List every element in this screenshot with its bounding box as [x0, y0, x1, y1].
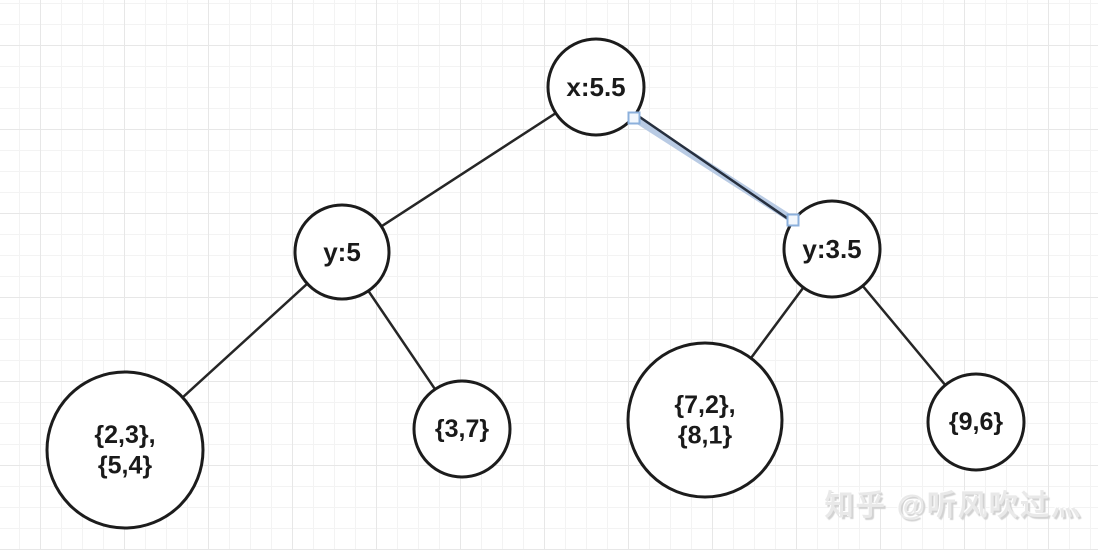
- node-label-leaf-96: {9,6}: [949, 408, 1003, 436]
- node-circle-y5: [293, 203, 391, 301]
- node-label-y5: y:5: [323, 237, 361, 267]
- tree-node-leaf-72-81[interactable]: {7,2},{8,1}: [626, 341, 784, 499]
- node-circle-leaf-96: [926, 372, 1026, 472]
- node-circle-leaf-37: [412, 379, 512, 479]
- tree-node-y5[interactable]: y:5: [293, 203, 391, 301]
- node-label-leaf-37: {3,7}: [435, 415, 489, 443]
- edge-endpoint-handle-root-y35-0[interactable]: [627, 111, 641, 125]
- node-label-leaf-23-54: {2,3},{5,4}: [94, 421, 155, 480]
- tree-node-y35[interactable]: y:3.5: [782, 199, 882, 299]
- tree-node-leaf-96[interactable]: {9,6}: [926, 372, 1026, 472]
- node-label-root: x:5.5: [566, 72, 625, 102]
- tree-node-leaf-23-54[interactable]: {2,3},{5,4}: [45, 370, 205, 530]
- node-circle-y35: [782, 199, 882, 299]
- node-label-leaf-72-81: {7,2},{8,1}: [674, 391, 735, 450]
- node-circle-root: [546, 37, 646, 137]
- watermark: 知乎 @听风吹过灬: [824, 490, 1082, 522]
- tree-edge-root-y5[interactable]: [340, 85, 598, 254]
- tree-node-root[interactable]: x:5.5: [546, 37, 646, 137]
- tree-node-leaf-37[interactable]: {3,7}: [412, 379, 512, 479]
- node-label-y35: y:3.5: [802, 234, 861, 264]
- edge-endpoint-handle-root-y35-1[interactable]: [786, 213, 800, 227]
- node-circle-leaf-23-54: [45, 370, 205, 530]
- node-circle-leaf-72-81: [626, 341, 784, 499]
